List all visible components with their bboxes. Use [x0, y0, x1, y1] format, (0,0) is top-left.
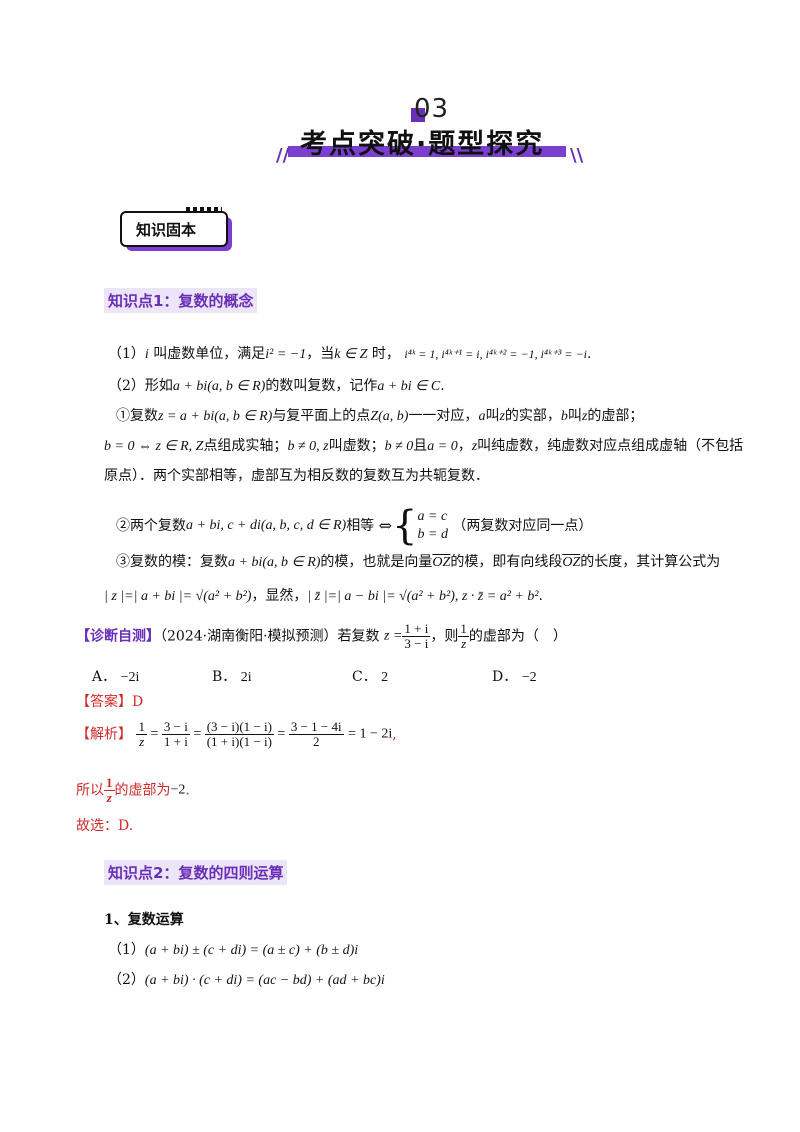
concept-line-2: （2）形如a + bi(a, b ∈ R)的数叫复数，记作a + bi ∈ C. — [108, 378, 445, 394]
page-title: 考点突破·题型探究 — [300, 129, 545, 160]
badge-dots — [186, 207, 222, 213]
formula-2: （2）(a + bi) · (c + di) = (ac − bd) + (ad… — [108, 972, 385, 988]
option-a[interactable]: A． −2i — [92, 669, 140, 685]
option-d[interactable]: D． −2 — [492, 669, 537, 685]
concept-line-1: （1）i 叫虚数单位，满足i² = −1，当k ∈ Z 时， i⁴ᵏ = 1, … — [108, 346, 592, 362]
section-badge: 知识固本 — [120, 207, 232, 251]
title-slashes-left: // — [276, 145, 290, 166]
title-highlight — [288, 146, 566, 157]
concept-line-3: ①复数z = a + bi(a, b ∈ R)与复平面上的点Z(a, b)一一对… — [116, 408, 644, 424]
badge-label: 知识固本 — [136, 221, 197, 239]
choose-line: 故选：D. — [76, 818, 134, 834]
concept-line-6: ②两个复数a + bi, c + di(a, b, c, d ∈ R)相等 ⇔{… — [116, 503, 593, 549]
concept-line-8: | z |=| a + bi |= √(a² + b²)，显然，| z̄ |=|… — [104, 588, 543, 604]
answer-line: 【答案】D — [76, 694, 144, 710]
badge-box — [120, 211, 228, 247]
concept-line-7: ③复数的模：复数a + bi(a, b ∈ R)的模，也就是向量OZ的模，即有向… — [116, 554, 721, 570]
section-title-1: 知识点1：复数的概念 — [104, 288, 258, 313]
concept-line-5: 原点）．两个实部相等，虚部互为相反数的复数互为共轭复数． — [104, 468, 489, 484]
subsection-title: 1、复数运算 — [104, 912, 184, 928]
title-slashes-right: \\ — [570, 145, 584, 166]
formula-1: （1）(a + bi) ± (c + di) = (a ± c) + (b ± … — [108, 942, 359, 958]
concept-line-4: b = 0 ⇔ z ∈ R, Z点组成实轴；b ≠ 0, z叫虚数；b ≠ 0且… — [104, 438, 744, 454]
section-title-2: 知识点2：复数的四则运算 — [104, 860, 288, 885]
option-c[interactable]: C． 2 — [352, 669, 389, 685]
option-b[interactable]: B． 2i — [212, 669, 252, 685]
chapter-number: 03 — [411, 94, 449, 124]
